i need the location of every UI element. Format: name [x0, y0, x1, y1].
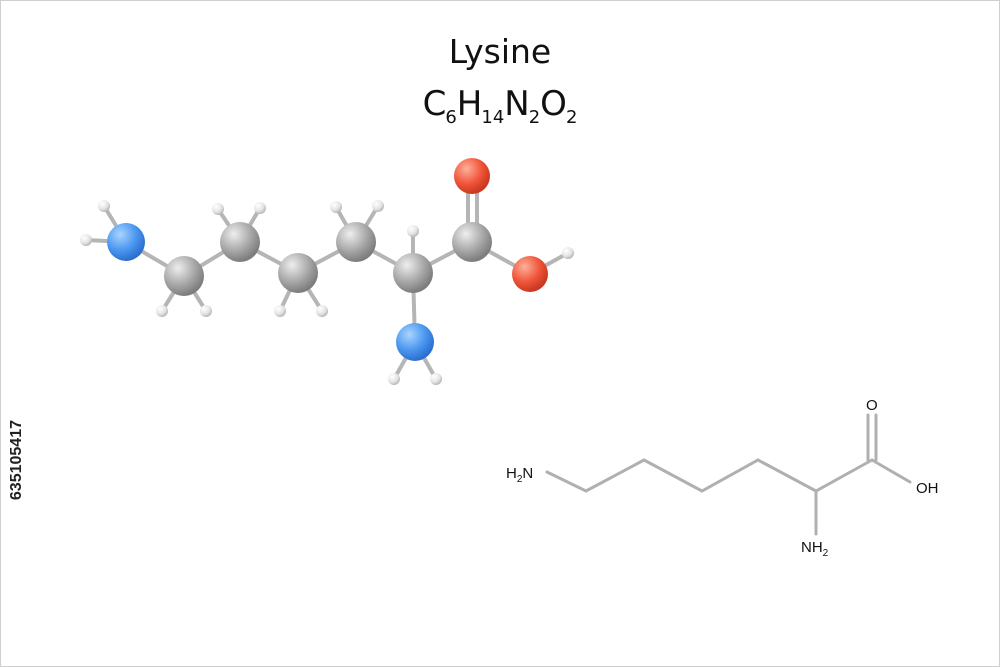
- hydrogen-atom: [316, 305, 328, 317]
- hydrogen-atom: [98, 200, 110, 212]
- nitrogen-atom: [107, 223, 145, 261]
- hydrogen-atom: [156, 305, 168, 317]
- skeletal-label-o: O: [866, 397, 878, 414]
- hydrogen-atom: [430, 373, 442, 385]
- molecular-formula: C6H14N2O2: [0, 84, 1000, 128]
- formula-count-h: 14: [481, 107, 505, 128]
- skeletal-label-h2n-h: H: [506, 465, 517, 482]
- formula-element-o: O: [540, 84, 567, 124]
- skeletal-bond: [870, 458, 912, 484]
- molecule-title: Lysine: [448, 32, 552, 71]
- skeletal-label-nh2: NH2: [801, 539, 829, 559]
- carbon-atom: [278, 253, 318, 293]
- hydrogen-atom: [330, 201, 342, 213]
- hydrogen-atom: [407, 225, 419, 237]
- hydrogen-atom: [274, 305, 286, 317]
- formula-count-o: 2: [565, 107, 578, 128]
- hydrogen-atom: [254, 202, 266, 214]
- skeletal-label-nh2-base: NH: [801, 539, 823, 556]
- model-bonds: [84, 176, 570, 381]
- hydrogen-atom: [372, 200, 384, 212]
- model-atoms: [80, 158, 574, 385]
- carbon-atom: [393, 253, 433, 293]
- skeletal-label-h2n-sub: 2: [517, 474, 523, 485]
- skeletal-label-h2n-n: N: [522, 465, 533, 482]
- oxygen-atom: [454, 158, 490, 194]
- skeletal-label-h2n: H2N: [506, 465, 533, 485]
- carbon-atom: [220, 222, 260, 262]
- nitrogen-atom: [396, 323, 434, 361]
- hydrogen-atom: [388, 373, 400, 385]
- carbon-atom: [452, 222, 492, 262]
- formula-count-n: 2: [528, 107, 541, 128]
- carbon-atom: [336, 222, 376, 262]
- skeletal-chain: [584, 458, 874, 493]
- skeletal-label-nh2-sub: 2: [823, 548, 829, 559]
- formula-element-n: N: [504, 84, 529, 124]
- hydrogen-atom: [200, 305, 212, 317]
- hydrogen-atom: [80, 234, 92, 246]
- skeletal-formula: H2N NH2 O OH: [506, 397, 939, 559]
- skeletal-bond: [545, 470, 588, 493]
- formula-count-c: 6: [445, 107, 457, 128]
- formula-element-c: C: [422, 84, 447, 124]
- oxygen-atom: [512, 256, 548, 292]
- skeletal-bonds: [545, 413, 912, 536]
- skeletal-label-oh: OH: [916, 480, 939, 497]
- hydrogen-atom: [562, 247, 574, 259]
- carbon-atom: [164, 256, 204, 296]
- hydrogen-atom: [212, 203, 224, 215]
- formula-element-h: H: [456, 84, 483, 124]
